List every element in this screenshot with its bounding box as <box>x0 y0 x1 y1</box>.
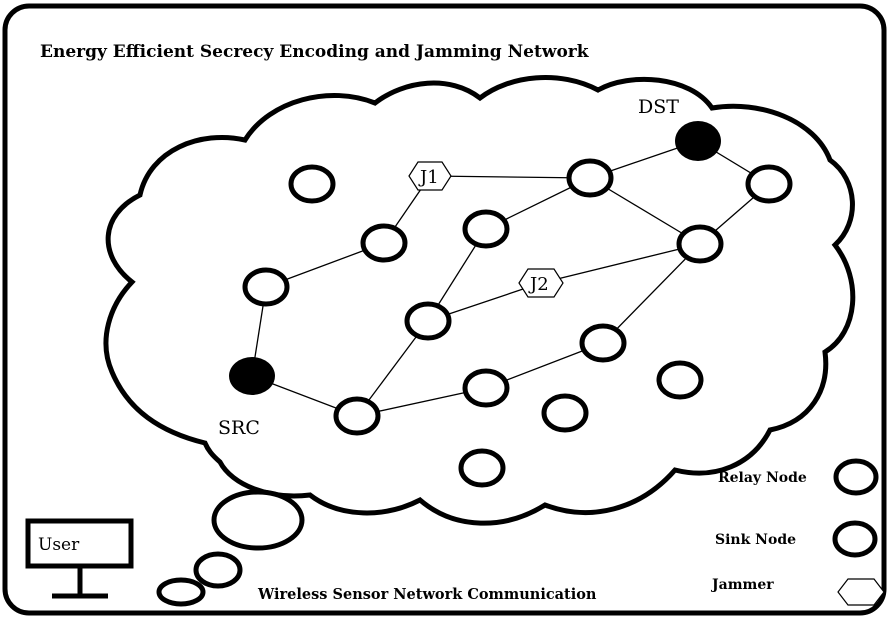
outer-frame <box>2 3 887 616</box>
edge <box>540 243 701 284</box>
legend-sink-label: Sink Node <box>715 532 796 548</box>
relay-node <box>566 158 614 198</box>
relay-node <box>656 360 704 400</box>
legend-relay-label: Relay Node <box>718 470 807 486</box>
relay-node <box>242 267 290 307</box>
relay-node <box>333 396 381 436</box>
legend-sink-icon <box>832 520 878 558</box>
thought-bubbles <box>156 489 305 607</box>
relay-node <box>404 301 452 341</box>
legend-relay-icon <box>833 458 879 496</box>
relay-node <box>360 223 408 263</box>
user-monitor-icon: User <box>25 518 134 599</box>
diagram-title: Energy Efficient Secrecy Encoding and Ja… <box>40 42 590 62</box>
relay-node <box>458 448 506 488</box>
relay-node <box>462 209 510 249</box>
jammer-label: J2 <box>528 274 549 295</box>
jammer-j2: J2 <box>518 268 564 298</box>
thought-bubble <box>211 489 305 551</box>
relay-nodes <box>242 158 793 488</box>
network-cloud <box>103 75 856 526</box>
relay-node <box>745 164 793 204</box>
jammer-hexagon-icon <box>408 161 452 191</box>
src-node <box>229 357 275 395</box>
thought-bubble <box>193 551 243 589</box>
jammer-label: J1 <box>418 167 439 188</box>
legend: Relay Node Sink Node Jammer <box>710 458 885 606</box>
dst-label: DST <box>638 96 679 118</box>
jammer-hexagon-icon <box>518 268 564 298</box>
jammer-j1: J1 <box>408 161 452 191</box>
legend-jammer-label: Jammer <box>710 577 774 593</box>
user-label: User <box>38 535 80 555</box>
relay-node <box>462 368 510 408</box>
edge <box>429 175 591 179</box>
relay-node <box>541 393 589 433</box>
relay-node <box>288 164 336 204</box>
relay-node <box>579 323 627 363</box>
dst-node <box>675 121 721 161</box>
src-label: SRC <box>218 417 260 439</box>
edge <box>602 243 701 344</box>
relay-node <box>676 224 724 264</box>
thought-bubble <box>156 577 206 607</box>
legend-jammer-icon <box>837 578 885 606</box>
network-caption: Wireless Sensor Network Communication <box>257 586 597 603</box>
